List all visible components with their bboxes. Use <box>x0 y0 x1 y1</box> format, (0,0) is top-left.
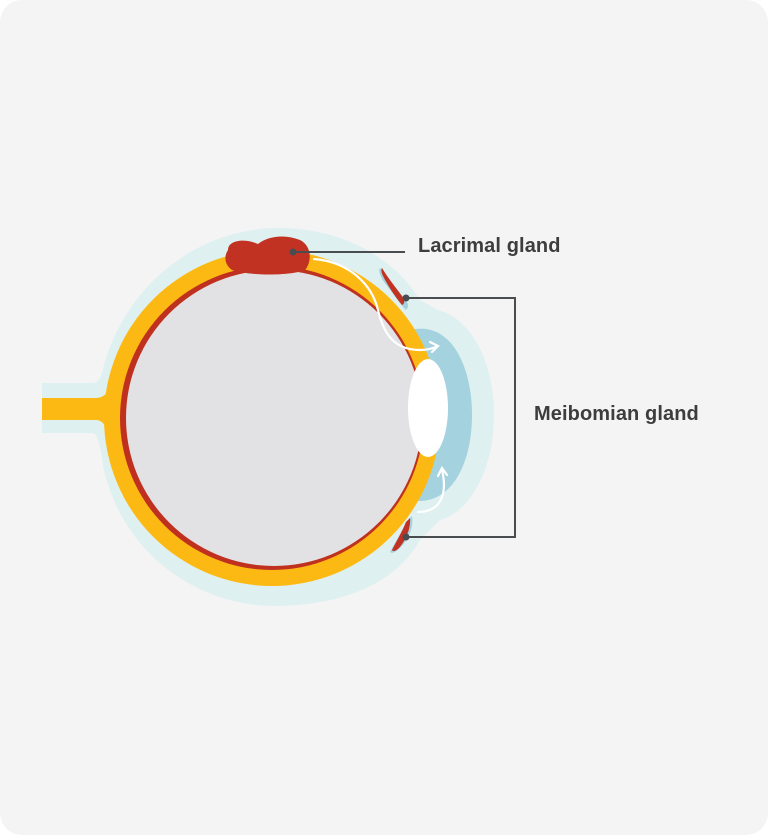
lacrimal-leader-dot <box>289 248 297 256</box>
upper-meibomian-gland <box>379 268 409 310</box>
meibomian-gland-label: Meibomian gland <box>534 403 699 425</box>
lacrimal-gland-label: Lacrimal gland <box>418 235 561 257</box>
lens <box>408 359 448 457</box>
lower-meibomian-gland <box>390 516 413 553</box>
lacrimal-gland <box>225 236 310 275</box>
meibomian-lower-dot <box>402 533 410 541</box>
meibomian-bracket <box>406 297 516 538</box>
vitreous-body <box>126 270 422 566</box>
tear-flow-arrows <box>312 257 449 514</box>
lower-tear-arrow <box>416 468 446 514</box>
meibomian-upper-dot <box>402 294 410 302</box>
upper-tear-arrow <box>312 257 440 352</box>
optic-nerve <box>42 386 112 440</box>
leader-lines <box>293 251 516 538</box>
